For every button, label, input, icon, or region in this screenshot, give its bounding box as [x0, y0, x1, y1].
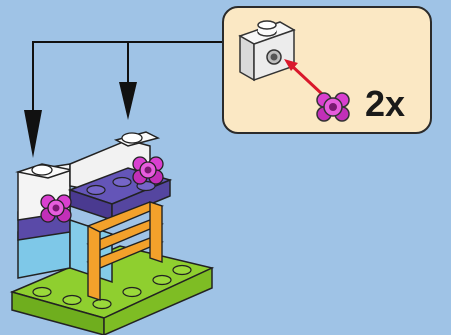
pink-flower-icon: [316, 92, 350, 122]
placement-arrows: [32, 41, 222, 112]
arrow-head-left: [24, 110, 42, 158]
parts-callout: [238, 20, 350, 122]
attach-direction-arrow: [284, 59, 324, 96]
orange-shelves: [86, 201, 164, 301]
arrow-head-right: [119, 82, 137, 120]
model-assembly: [9, 131, 215, 335]
quantity-label: 2x: [365, 83, 406, 124]
pink-flower-right: [132, 156, 164, 185]
pink-flower-left: [40, 194, 72, 223]
white-brick-icon: [238, 20, 296, 82]
